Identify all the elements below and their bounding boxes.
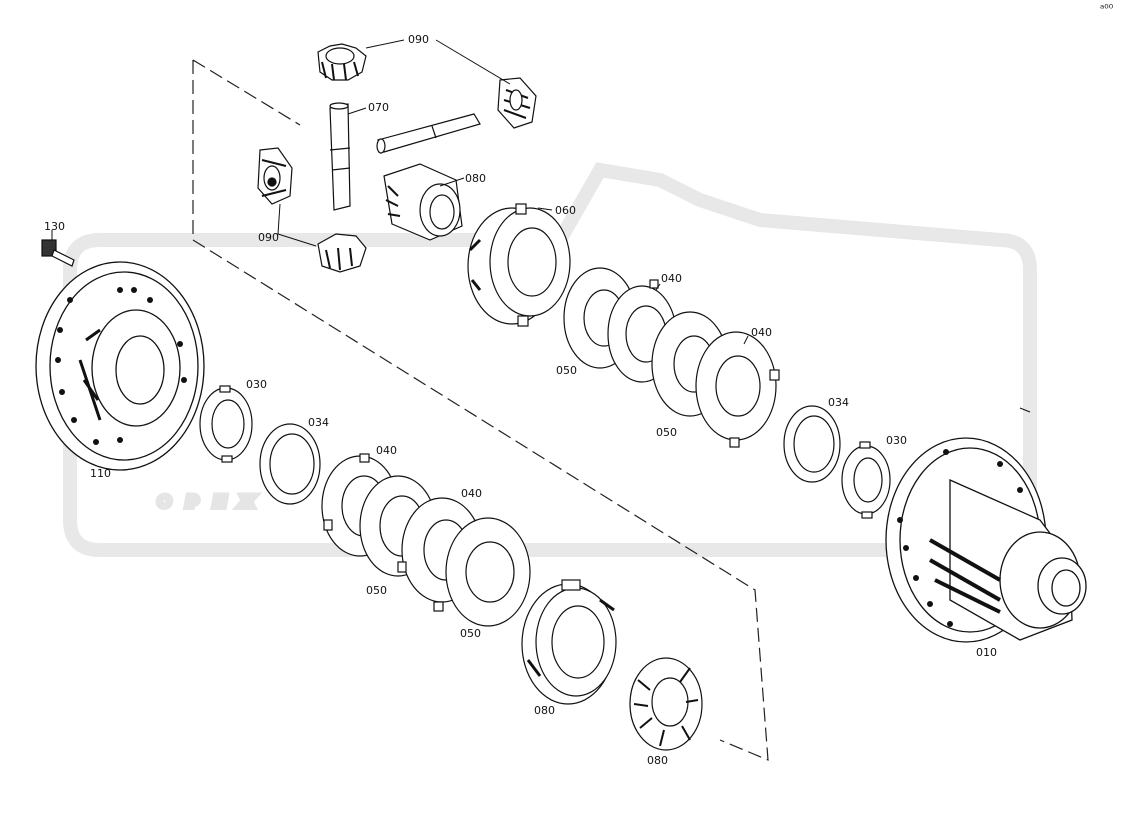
- pinion-gear-bottom: [317, 233, 367, 273]
- label-070: 070: [368, 101, 389, 114]
- cross-pin-horizontal: [376, 113, 481, 154]
- differential-housing: [885, 437, 1087, 643]
- assembly-dashed-line: [192, 59, 769, 761]
- corner-mark: ᵃ⁰⁰: [1100, 2, 1114, 15]
- thrust-washer-right-030: [841, 441, 891, 519]
- label-050-lower-a: 050: [366, 584, 387, 597]
- label-034-left: 034: [308, 416, 329, 429]
- leader-lines: [51, 39, 1031, 413]
- thrust-washer-left-030: [199, 385, 253, 463]
- label-080-upper: 080: [465, 172, 486, 185]
- pressure-ring-lower: [521, 579, 617, 705]
- label-050-upper-b: 050: [656, 426, 677, 439]
- label-040-lower-b: 040: [461, 487, 482, 500]
- label-034-right: 034: [828, 396, 849, 409]
- label-060-upper: 060: [555, 204, 576, 217]
- side-gear-upper: [383, 163, 463, 241]
- cross-pin-vertical: [329, 102, 351, 211]
- pressure-ring-upper: [467, 203, 571, 327]
- label-110: 110: [90, 467, 111, 480]
- disc-upper-040b: [695, 331, 780, 448]
- watermark-text: OPEX: [160, 496, 271, 508]
- label-030-left: 030: [246, 378, 267, 391]
- flange-cover-110: [35, 261, 205, 471]
- bolt-130: [41, 239, 75, 267]
- label-050-upper-a: 050: [556, 364, 577, 377]
- label-060-lower: 080: [534, 704, 555, 717]
- label-010: 010: [976, 646, 997, 659]
- pinion-gear-left: [257, 147, 293, 205]
- label-050-lower-b: 050: [460, 627, 481, 640]
- pinion-gear-top: [317, 43, 367, 81]
- label-030-right: 030: [886, 434, 907, 447]
- disc-lower-050b: [433, 517, 531, 627]
- label-040-lower-a: 040: [376, 444, 397, 457]
- part-labels: 090 070 080 060 090 130 110 040 040 050 …: [44, 33, 997, 767]
- side-gear-lower: [629, 657, 703, 751]
- shim-right-034: [783, 405, 841, 483]
- label-040-upper-b: 040: [751, 326, 772, 339]
- opex-watermark: OPEX: [63, 162, 1037, 557]
- label-090-bottom: 090: [258, 231, 279, 244]
- label-130: 130: [44, 220, 65, 233]
- shim-left-034: [259, 423, 321, 505]
- label-080-lower: 080: [647, 754, 668, 767]
- label-040-upper-a: 040: [661, 272, 682, 285]
- label-090-top: 090: [408, 33, 429, 46]
- pinion-gear-right: [497, 77, 537, 129]
